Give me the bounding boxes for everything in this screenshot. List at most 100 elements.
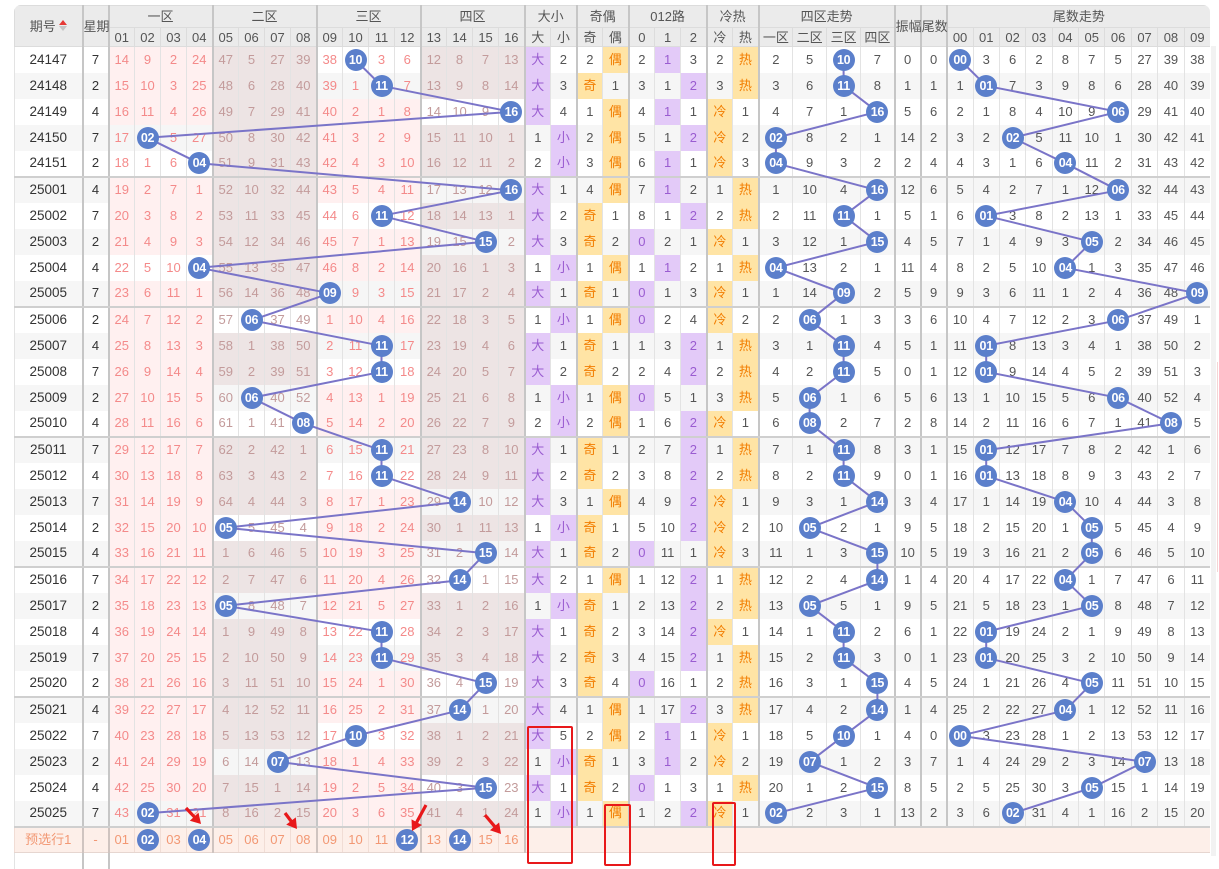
preselect-number-selected[interactable]: 14 [446, 826, 474, 853]
number-cell: 2 [264, 800, 292, 828]
number-cell: 11 [185, 540, 214, 568]
road012-cell: 3 [627, 462, 656, 489]
number-cell: 24 [498, 800, 526, 828]
number-cell: 13 [419, 72, 448, 99]
number-cell: 7 [238, 98, 266, 125]
preselect-number[interactable]: 09 [315, 826, 344, 853]
zone-trend-cell: 2 [792, 800, 828, 828]
sort-desc-icon[interactable] [58, 26, 67, 32]
zone-trend-cell-hit: 11 [826, 436, 862, 463]
tail-trend-cell: 8 [1183, 488, 1210, 515]
sort-icon[interactable] [58, 20, 67, 32]
ball-zone: 08 [798, 412, 821, 435]
preselect-number[interactable]: 15 [472, 826, 500, 853]
amplitude-cell: 0 [893, 46, 922, 73]
preselect-number[interactable]: 08 [290, 826, 318, 853]
zone-trend-cell-hit: 14 [860, 566, 896, 593]
road012-cell: 2 [680, 748, 708, 775]
number-cell: 3 [368, 722, 396, 749]
number-cell: 50 [211, 124, 240, 151]
zone-trend-cell: 1 [826, 228, 862, 255]
preselect-number[interactable]: 13 [419, 826, 448, 853]
preselect-number-selected[interactable]: 04 [185, 826, 214, 853]
number-cell: 18 [134, 592, 161, 619]
ball-main: 10 [344, 49, 367, 72]
road012-cell: 2 [680, 800, 708, 828]
ball-tail: 04 [1054, 699, 1077, 722]
weekday-cell: 7 [81, 644, 109, 671]
ball-zone: 02 [764, 126, 787, 149]
preselect-ball[interactable]: 14 [448, 829, 471, 852]
zone-trend-cell: 2 [826, 774, 862, 801]
preselect-number[interactable]: 03 [160, 826, 187, 853]
number-cell: 14 [238, 280, 266, 308]
preselect-number[interactable]: 06 [238, 826, 266, 853]
tail-trend-cell: 11 [998, 410, 1027, 438]
number-cell: 1 [368, 384, 396, 411]
number-cell: 4 [134, 228, 161, 255]
zone-trend-cell: 1 [826, 748, 862, 775]
number-cell: 6 [472, 384, 500, 411]
preselect-number[interactable]: 11 [368, 826, 396, 853]
preselect-number[interactable]: 07 [264, 826, 292, 853]
number-cell: 26 [160, 670, 187, 698]
number-cell: 2 [446, 748, 474, 775]
zone-trend-cell: 10 [792, 176, 828, 203]
number-cell: 18 [185, 722, 214, 749]
number-cell: 2 [498, 228, 526, 255]
number-cell: 8 [185, 462, 214, 489]
preselect-number-selected[interactable]: 02 [134, 826, 161, 853]
tail-trend-cell: 1 [1051, 176, 1080, 203]
tail-trend-cell: 4 [1104, 488, 1132, 515]
ball-tail: 00 [949, 724, 972, 747]
preselect-number[interactable]: 05 [211, 826, 240, 853]
tail-trend-cell-hit: 05 [1078, 540, 1106, 568]
tail-trend-cell: 26 [1025, 670, 1053, 698]
odd-even-cell: 奇 [575, 774, 604, 801]
road012-cell: 1 [680, 98, 708, 125]
road012-cell: 14 [654, 618, 682, 645]
header-issue[interactable]: 期号 [14, 5, 83, 47]
big-small-cell: 3 [550, 670, 578, 698]
tail-trend-cell: 6 [998, 46, 1027, 73]
preselect-ball[interactable]: 12 [396, 829, 419, 852]
preselect-number[interactable]: 10 [342, 826, 370, 853]
number-cell: 12 [185, 566, 214, 593]
number-cell: 21 [185, 800, 214, 828]
ball-main: 11 [370, 334, 393, 357]
number-cell: 43 [264, 462, 292, 489]
road012-cell: 1 [680, 150, 708, 178]
preselect-ball[interactable]: 04 [188, 829, 211, 852]
sort-asc-icon[interactable] [58, 20, 67, 26]
number-cell: 21 [498, 722, 526, 749]
number-cell: 29 [394, 644, 422, 671]
number-cell: 13 [472, 202, 500, 229]
issue-cell: 25020 [14, 670, 83, 698]
tail-trend-cell: 39 [1183, 72, 1210, 99]
tail-trend-cell: 5 [1051, 384, 1080, 411]
zone-trend-cell-hit: 08 [792, 410, 828, 438]
road012-cell: 1 [654, 722, 682, 749]
cold-hot-cell: 1 [732, 98, 760, 125]
number-cell: 23 [160, 592, 187, 619]
preselect-number[interactable]: 01 [107, 826, 135, 853]
number-cell: 14 [498, 72, 526, 99]
number-cell: 20 [134, 644, 161, 671]
vertical-scrollbar-track[interactable] [1211, 46, 1216, 856]
big-small-cell: 1 [550, 540, 578, 568]
tail-trend-cell: 1 [972, 488, 1000, 515]
number-cell: 42 [290, 124, 318, 151]
amplitude-cell: 5 [893, 280, 922, 308]
ball-main: 06 [240, 386, 263, 409]
preselect-number-selected[interactable]: 12 [394, 826, 422, 853]
preselect-ball[interactable]: 02 [136, 829, 159, 852]
tail-trend-cell-hit: 06 [1104, 176, 1132, 203]
preselect-label[interactable]: 预选行1 [14, 826, 83, 853]
number-cell: 19 [419, 228, 448, 255]
tail-trend-cell-hit: 00 [945, 46, 974, 73]
preselect-number[interactable]: 16 [498, 826, 526, 853]
zone-trend-cell-hit: 15 [860, 228, 896, 255]
number-cell: 17 [107, 124, 135, 151]
number-cell: 5 [160, 124, 187, 151]
tail-trend-cell: 16 [1025, 410, 1053, 438]
